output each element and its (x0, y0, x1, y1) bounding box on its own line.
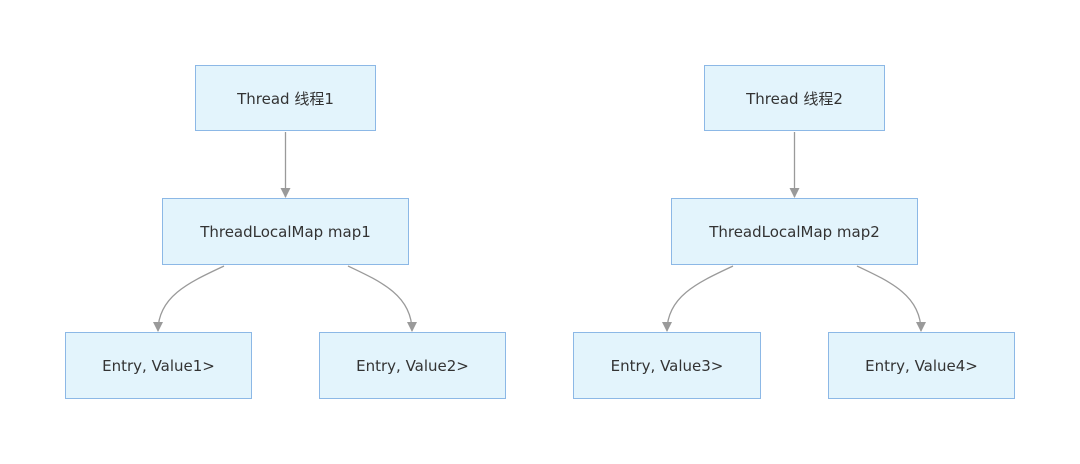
edge-map2-entry4 (856, 265, 926, 332)
entry1-node: Entry, Value1> (65, 332, 252, 399)
entry4-node: Entry, Value4> (828, 332, 1015, 399)
thread2-node: Thread 线程2 (704, 65, 885, 131)
map2-label: ThreadLocalMap map2 (709, 222, 880, 241)
thread1-node: Thread 线程1 (195, 65, 376, 131)
edge-map1-entry1 (153, 265, 225, 332)
thread1-label: Thread 线程1 (237, 89, 334, 108)
map1-label: ThreadLocalMap map1 (200, 222, 371, 241)
map2-node: ThreadLocalMap map2 (671, 198, 918, 265)
entry3-label: Entry, Value3> (610, 356, 724, 375)
edge-map2-entry3 (662, 265, 734, 332)
edge-map1-entry2 (347, 265, 417, 332)
entry3-node: Entry, Value3> (573, 332, 761, 399)
map1-node: ThreadLocalMap map1 (162, 198, 409, 265)
entry1-label: Entry, Value1> (102, 356, 215, 375)
entry4-label: Entry, Value4> (865, 356, 978, 375)
entry2-label: Entry, Value2> (356, 356, 469, 375)
entry2-node: Entry, Value2> (319, 332, 506, 399)
thread2-label: Thread 线程2 (746, 89, 843, 108)
